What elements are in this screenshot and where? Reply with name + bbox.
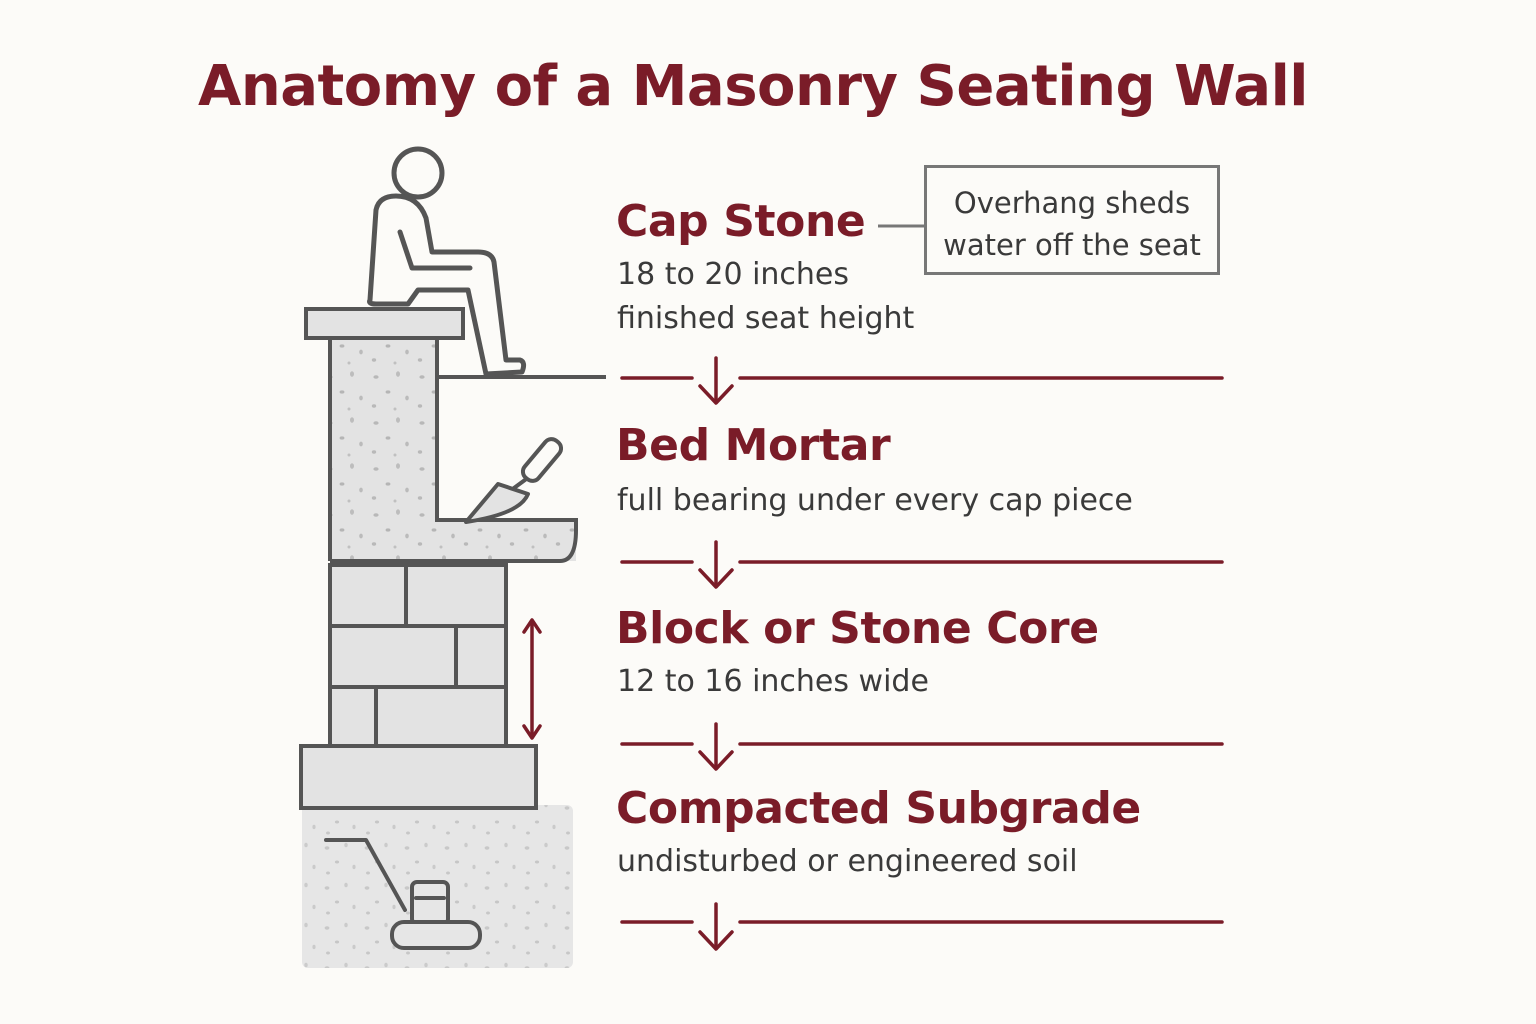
down-arrow-icon: [698, 722, 734, 771]
footing-block: [299, 744, 538, 810]
down-arrow-icon: [698, 540, 734, 589]
seated-person-icon: [367, 146, 527, 377]
core-desc: 12 to 16 inches wide: [617, 664, 929, 699]
bed-mortar-desc: full bearing under every cap piece: [617, 483, 1133, 518]
cap-stone-heading: Cap Stone: [616, 196, 866, 247]
divider-3: [620, 722, 1224, 771]
trowel-icon: [464, 437, 564, 524]
down-arrow-icon: [698, 902, 734, 951]
wall-column: [328, 336, 578, 563]
height-dimension-arrow-icon: [522, 618, 542, 740]
callout-line-2: water off the seat: [943, 228, 1201, 262]
cap-stone-desc-line-1: 18 to 20 inches: [617, 257, 850, 292]
overhang-callout: Overhang sheds water off the seat: [924, 165, 1220, 275]
core-heading: Block or Stone Core: [616, 603, 1099, 654]
cap-stone-desc-line-2: finished seat height: [617, 301, 915, 336]
down-arrow-icon: [698, 356, 734, 405]
divider-1: [620, 356, 1224, 405]
page-title: Anatomy of a Masonry Seating Wall: [198, 54, 1308, 119]
block-core: [328, 563, 508, 748]
callout-line-1: Overhang sheds: [953, 186, 1191, 220]
bed-mortar-heading: Bed Mortar: [616, 420, 891, 471]
cap-stone: [304, 307, 465, 340]
subgrade-heading: Compacted Subgrade: [616, 783, 1141, 834]
plate-compactor-icon: [324, 838, 482, 950]
subgrade-desc: undisturbed or engineered soil: [617, 844, 1078, 879]
divider-4: [620, 902, 1224, 951]
divider-2: [620, 540, 1224, 589]
